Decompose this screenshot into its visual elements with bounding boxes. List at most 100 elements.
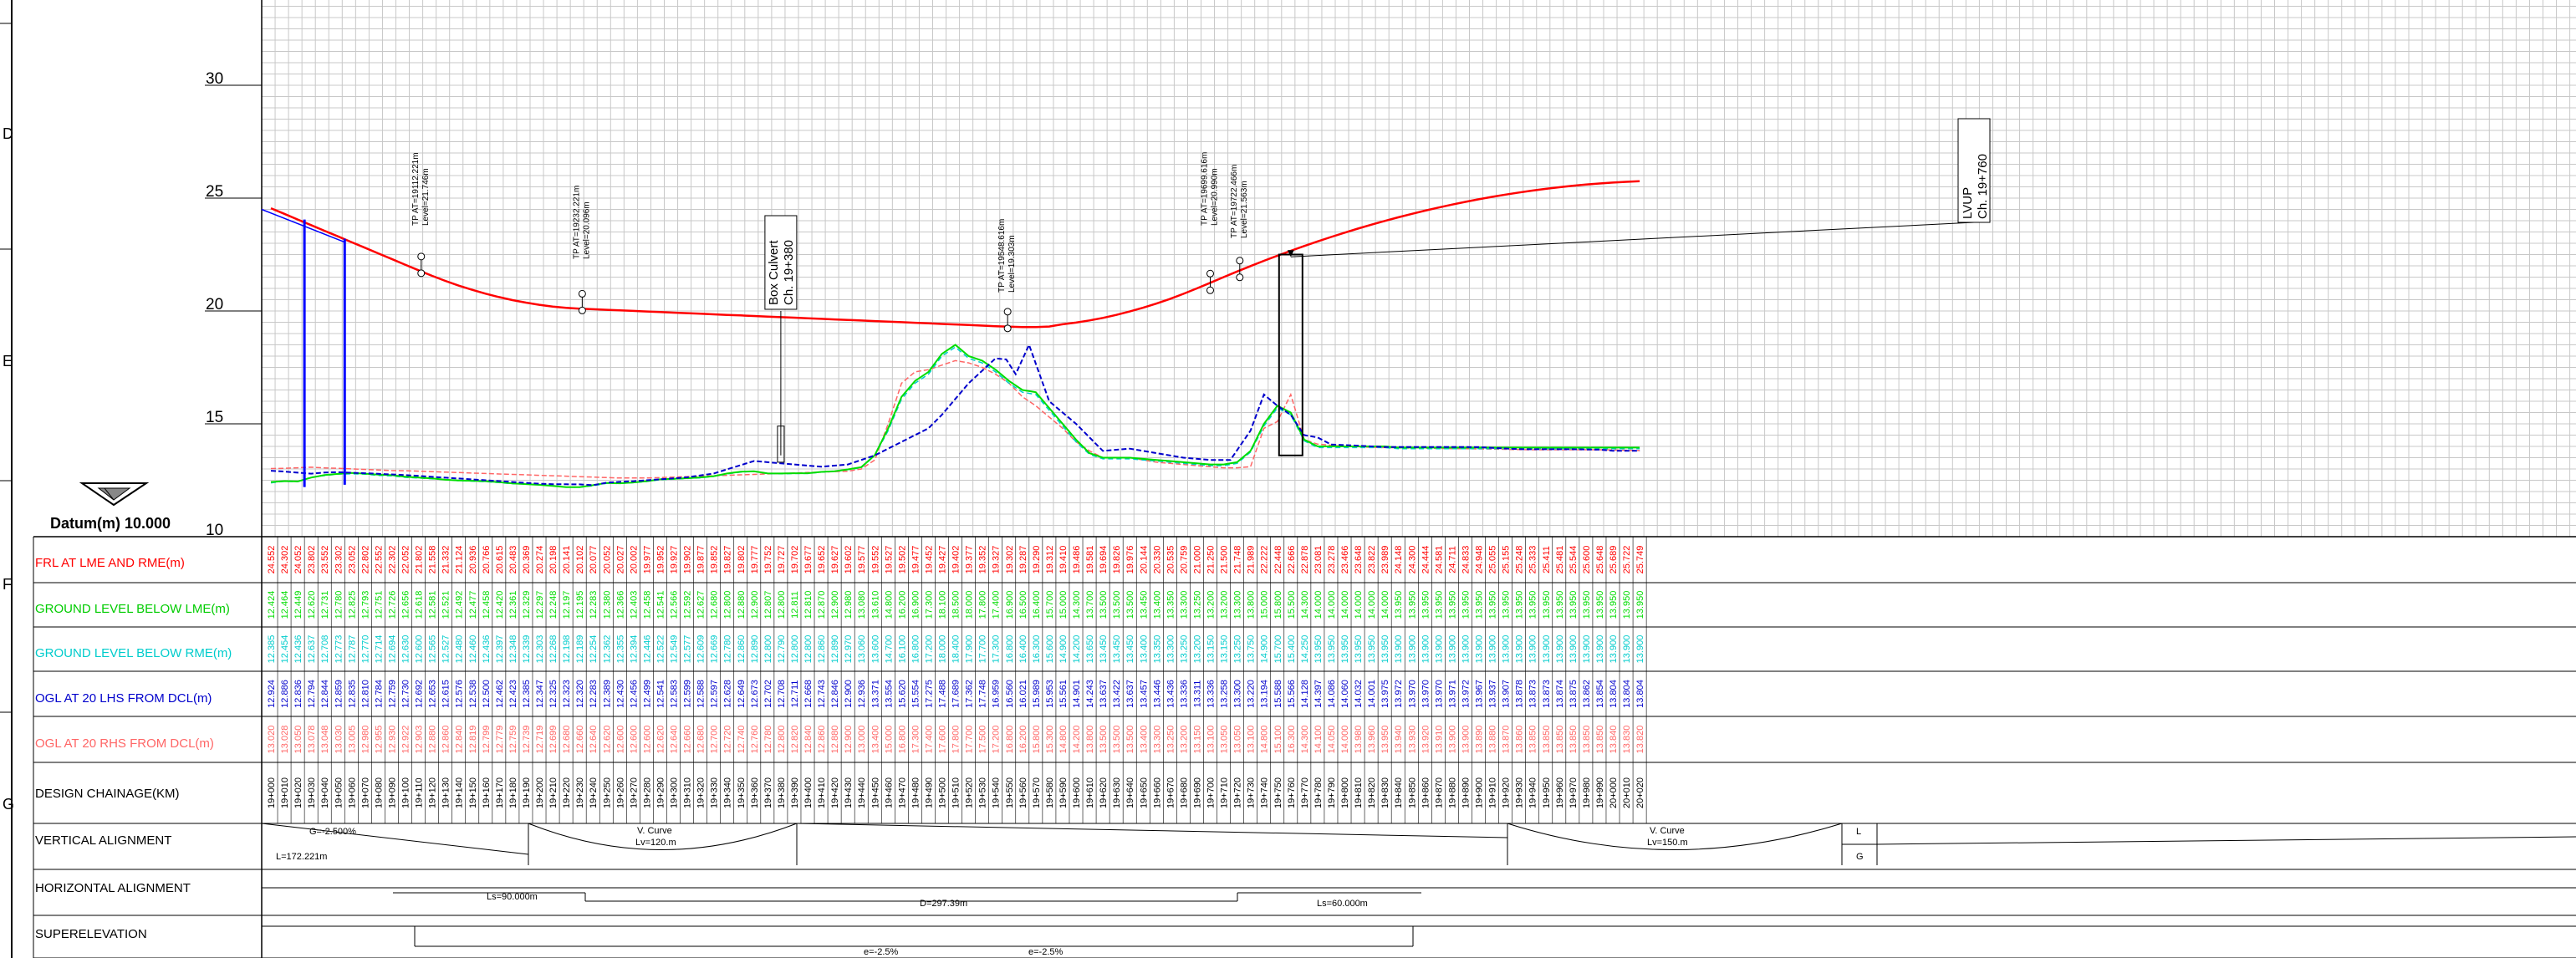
ground-lme-value-cell: 13.250 — [1193, 591, 1203, 619]
profile-lines — [270, 180, 1640, 488]
ogl-rhs-value-cell: 13.050 — [1233, 726, 1243, 754]
ogl-lhs-value-cell: 12.668 — [803, 680, 814, 708]
ogl-rhs-value-cell: 13.910 — [1434, 726, 1444, 754]
ogl-rhs-value-cell: 13.850 — [1582, 726, 1592, 754]
ogl-rhs-value-cell: 13.860 — [1515, 726, 1525, 754]
ground-lme-value-cell: 13.950 — [1421, 591, 1431, 619]
ground-lme-value-cell: 12.541 — [656, 591, 666, 619]
curve1-title: V. Curve — [637, 826, 672, 836]
ground-lme-value-cell: 12.807 — [763, 591, 773, 619]
ogl-lhs-value-cell: 13.972 — [1394, 680, 1404, 708]
frl-value-cell: 20.615 — [495, 546, 505, 574]
frl-value-cell: 19.727 — [777, 546, 787, 574]
ground-rme-value-cell: 18.000 — [938, 635, 948, 664]
ground-lme-value-cell: 14.000 — [1327, 591, 1337, 619]
y-tick-label: 10 — [206, 522, 223, 539]
ground-lme-value-cell: 14.000 — [1380, 591, 1390, 619]
ogl-rhs-value-cell: 12.799 — [482, 726, 492, 754]
ground-lme-value-cell: 13.610 — [870, 591, 880, 619]
ground-rme-value-cell: 13.900 — [1475, 635, 1485, 664]
frl-value-cell: 19.694 — [1099, 546, 1109, 574]
frl-value-cell: 19.327 — [992, 546, 1002, 574]
ground-rme-value-cell: 17.700 — [978, 635, 988, 664]
ogl-rhs-value-cell: 12.840 — [803, 726, 814, 754]
tp-marker-circle — [417, 252, 426, 261]
ground-rme-value-cell: 12.198 — [562, 635, 572, 664]
ground-rme-value-cell: 13.900 — [1488, 635, 1498, 664]
frl-value-cell: 24.833 — [1461, 546, 1472, 574]
chainage-value-cell: 19+130 — [441, 777, 451, 808]
ogl-lhs-value-cell: 14.128 — [1300, 680, 1310, 708]
chainage-value-cell: 19+600 — [1072, 777, 1082, 808]
frl-value-cell: 20.330 — [1152, 546, 1162, 574]
frl-value-cell: 25.749 — [1635, 546, 1645, 574]
curve2-title: V. Curve — [1650, 826, 1685, 836]
chainage-value-cell: 19+990 — [1595, 777, 1605, 808]
ground-lme-value-cell: 12.458 — [642, 591, 652, 619]
ogl-rhs-value-cell: 13.200 — [1179, 726, 1189, 754]
ground-rme-value-cell: 12.339 — [522, 635, 532, 664]
ground-lme-value-cell: 13.450 — [1139, 591, 1149, 619]
tp-label: TP AT=19699.616m — [1201, 152, 1210, 226]
chainage-value-cell: 19+980 — [1582, 777, 1592, 808]
chainage-value-cell: 19+200 — [535, 777, 545, 808]
ls1-label: Ls=90.000m — [487, 892, 538, 902]
ogl-rhs-value-cell: 17.300 — [911, 726, 921, 754]
ground-lme-value-cell: 12.283 — [589, 591, 599, 619]
ground-rme-value-cell: 12.522 — [656, 635, 666, 664]
ground-rme-value-cell: 12.189 — [575, 635, 585, 664]
ground-rme-value-cell: 13.060 — [857, 635, 867, 664]
zone-letter-f: F — [3, 576, 12, 593]
ground-lme-value-cell: 12.900 — [750, 591, 760, 619]
frl-value-cell: 22.878 — [1300, 546, 1310, 574]
chainage-value-cell: 19+220 — [562, 777, 572, 808]
frl-value-cell: 19.927 — [670, 546, 680, 574]
ground-rme-value-cell: 14.700 — [884, 635, 894, 664]
tp-label: TP AT=19232.221m — [572, 186, 581, 259]
ogl-rhs-value-cell: 13.800 — [1085, 726, 1095, 754]
ogl-rhs-value-cell: 13.500 — [1112, 726, 1122, 754]
ogl-lhs-value-cell: 15.620 — [897, 680, 907, 708]
ogl-lhs-value-cell: 13.554 — [884, 680, 894, 708]
chainage-value-cell: 19+530 — [978, 777, 988, 808]
ground-rme-value-cell: 12.303 — [535, 635, 545, 664]
frl-value-cell: 20.052 — [602, 546, 612, 574]
horizontal-alignment-content: Ls=90.000m D=297.39m Ls=60.000m — [262, 887, 2576, 909]
chainage-value-cell: 19+010 — [280, 777, 290, 808]
chainage-value-cell: 19+630 — [1112, 777, 1122, 808]
profile-grid — [261, 0, 2576, 538]
chainage-value-cell: 19+760 — [1287, 777, 1297, 808]
chainage-value-cell: 19+620 — [1099, 777, 1109, 808]
chainage-value-cell: 19+520 — [965, 777, 975, 808]
ogl-rhs-value-cell: 13.100 — [1247, 726, 1257, 754]
ground-rme-value-cell: 13.900 — [1434, 635, 1444, 664]
frl-value-cell: 23.466 — [1340, 546, 1350, 574]
chainage-value-cell: 19+830 — [1380, 777, 1390, 808]
ground-lme-value-cell: 13.500 — [1099, 591, 1109, 619]
chainage-value-cell: 19+640 — [1125, 777, 1135, 808]
frl-value-cell: 23.648 — [1354, 546, 1364, 574]
ogl-lhs-value-cell: 13.194 — [1260, 680, 1270, 708]
ogl-lhs-value-cell: 13.371 — [870, 680, 880, 708]
chainage-value-cell: 19+850 — [1407, 777, 1417, 808]
frl-value-cell: 19.527 — [884, 546, 894, 574]
chainage-value-cell: 19+350 — [737, 777, 747, 808]
grade-line-1 — [261, 823, 529, 855]
ogl-rhs-value-cell: 14.050 — [1327, 726, 1337, 754]
ogl-lhs-value-cell: 13.300 — [1233, 680, 1243, 708]
ogl-lhs-value-cell: 12.743 — [817, 680, 827, 708]
ground-rme-value-cell: 12.480 — [455, 635, 465, 664]
ground-rme-value-cell: 13.300 — [1166, 635, 1176, 664]
ogl-rhs-value-cell: 15.000 — [884, 726, 894, 754]
ogl-lhs-value-cell: 12.653 — [428, 680, 438, 708]
ls2-label: Ls=60.000m — [1317, 899, 1368, 909]
ground-lme-value-cell: 13.950 — [1502, 591, 1512, 619]
chainage-value-cell: 19+180 — [508, 777, 518, 808]
ground-rme-value-cell: 12.780 — [723, 635, 733, 664]
ogl-rhs-value-cell: 13.850 — [1542, 726, 1552, 754]
frl-value-cell: 20.936 — [468, 546, 478, 574]
chainage-value-cell: 19+170 — [495, 777, 505, 808]
ground-rme-value-cell: 14.900 — [1260, 635, 1270, 664]
ogl-lhs-value-cell: 12.597 — [710, 680, 720, 708]
ground-rme-value-cell: 13.450 — [1099, 635, 1109, 664]
